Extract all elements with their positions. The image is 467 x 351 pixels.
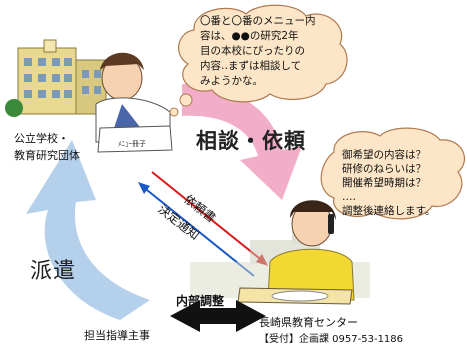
dispatch-arrow [26, 140, 150, 320]
thought-bubble-text: 〇番と〇番のメニュー内 容は、●●の研究2年 目の本校にぴったりの 内容‥まずは… [200, 15, 316, 87]
supervisor-label: 担当指導主事 [84, 329, 150, 342]
center-name: 長崎県教育センター [259, 316, 358, 329]
staff-on-phone-icon [237, 200, 355, 305]
notice-arrow-blue [138, 182, 255, 277]
svg-text:ﾒﾆｭｰ冊子: ﾒﾆｭｰ冊子 [118, 140, 146, 148]
center-contact: 【受付】企画課 0957-53-1186 [259, 334, 404, 345]
school-building-icon [5, 39, 112, 118]
speech-bubble-text: 御希望の内容は？ 研修のねらいは？ 開催希望時期は？ ‥‥ 調整後連絡します。 [342, 149, 436, 217]
dispatch-label: 派遣 [30, 259, 77, 284]
consult-request-label: 相談・依頼 [196, 129, 306, 153]
school-label: 公立学校・ 教育研究団体 [14, 132, 80, 162]
internal-coordination-label: 内部調整 [176, 294, 225, 308]
consult-arrow [182, 84, 302, 200]
internal-coordination-arrow [170, 300, 266, 332]
teacher-reading-icon: ﾒﾆｭｰ冊子 [95, 52, 173, 153]
thought-cloud-shape [169, 4, 348, 117]
